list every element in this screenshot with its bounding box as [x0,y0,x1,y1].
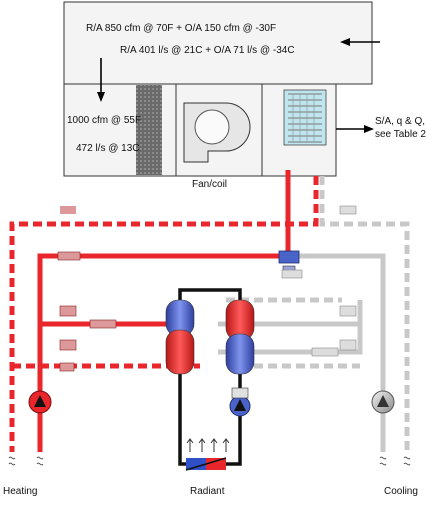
heating-return-pipe [9,176,319,452]
supply-air-arrow [336,125,374,133]
cooling-label: Cooling [384,486,418,497]
return-outside-air-imperial: R/A 850 cfm @ 70F + O/A 150 cfm @ -30F [86,23,277,34]
radiant-mixing-valve [231,387,249,399]
mixing-box [63,1,373,85]
heating-label: Heating [3,486,38,497]
cooling-pump-icon [371,390,395,414]
supply-air-label-1: S/A, q & Q, [375,116,426,127]
fan-icon [183,102,251,163]
fan-coil-label: Fan/coil [192,179,228,190]
flex-connector-icon [8,456,411,466]
heat-exchanger-right [225,299,255,375]
cooling-return-pipe [226,176,410,452]
radiant-pump-icon [229,395,251,417]
supply-air-label-2: see Table 2 [375,129,426,140]
radiant-floor-icon [185,438,230,471]
coil-icon [283,89,327,146]
mixed-air-imperial: 1000 cfm @ 55F [67,115,142,126]
cooling-valve-icon [281,205,357,357]
heating-pump-icon [28,390,52,414]
radiant-label: Radiant [190,486,225,497]
heat-exchanger-left [165,299,195,375]
outside-air-arrow [340,38,380,46]
return-air-arrow [97,58,105,102]
mixed-air-metric: 472 l/s @ 13C [76,143,140,154]
heating-valve-icon [57,206,117,372]
return-outside-air-metric: R/A 401 l/s @ 21C + O/A 71 l/s @ -34C [120,45,295,56]
air-filter [136,85,162,175]
